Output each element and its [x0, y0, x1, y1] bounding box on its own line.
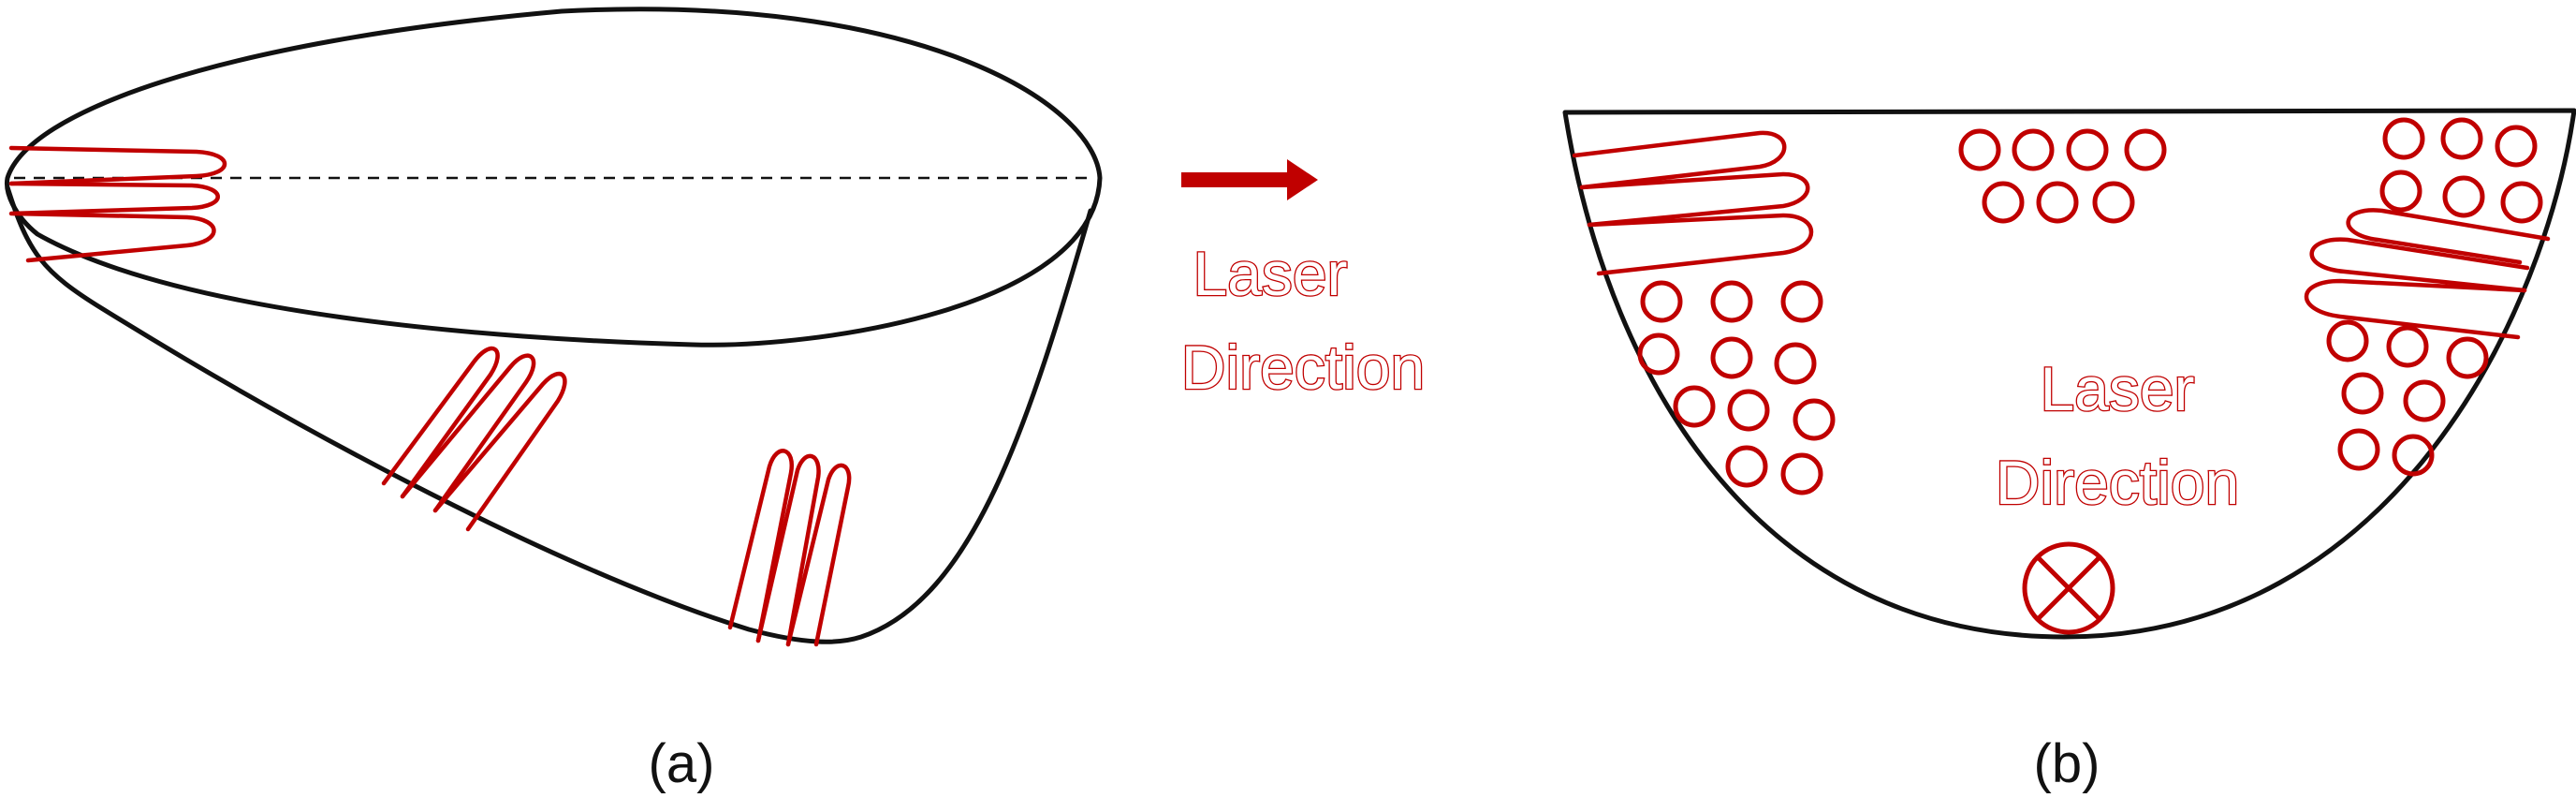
melt-pool-bottom-contour: [5, 185, 1093, 644]
equiaxed-grain: [2403, 379, 2446, 422]
equiaxed-grain: [2341, 372, 2384, 415]
equiaxed-grain: [2495, 125, 2538, 168]
grain-group-left: [1572, 130, 1814, 276]
equiaxed-grain: [2382, 117, 2425, 160]
columnar-grain: [381, 346, 500, 499]
equiaxed-grain: [2337, 428, 2380, 471]
columnar-grain: [2304, 278, 2527, 340]
grain-group-right: [2304, 208, 2551, 340]
equiaxed-grain: [2386, 325, 2429, 368]
melt-pool-top-surface: [4, 7, 1103, 347]
equiaxed-grain: [2012, 128, 2055, 171]
columnar-grain: [400, 353, 536, 513]
grain-group-tip: [8, 145, 227, 263]
columnar-grain: [8, 145, 227, 186]
cross-section-label-line2: Direction: [1996, 448, 2239, 517]
columnar-grain: [1587, 213, 1814, 276]
equiaxed-grain: [1710, 336, 1753, 379]
equiaxed-grain: [1958, 128, 2001, 171]
arrow-label-line2: Direction: [1181, 332, 1425, 402]
equiaxed-grain: [1982, 181, 2025, 224]
columnar-grain: [1572, 130, 1787, 190]
laser-direction-indicator: Laser Direction: [1179, 159, 1427, 403]
equiaxed-grain: [1780, 280, 1823, 323]
cross-section-label-line1: Laser: [2040, 354, 2194, 423]
grain-group-middle: [381, 346, 567, 532]
grain-group-left-middle: [1637, 280, 1836, 495]
panel-a-label: (a): [649, 733, 715, 794]
circled-cross-icon: [2022, 541, 2115, 635]
equiaxed-grain: [1725, 445, 1768, 488]
grain-group-top-right: [2379, 117, 2543, 224]
equiaxed-grain: [1774, 342, 1817, 385]
equiaxed-grain: [2446, 336, 2489, 379]
columnar-grain: [1579, 171, 1810, 228]
equiaxed-grain: [2326, 319, 2369, 362]
columnar-grain: [8, 181, 220, 216]
equiaxed-grain: [1673, 385, 1716, 428]
columnar-grain: [2309, 237, 2530, 293]
equiaxed-grain: [2124, 128, 2167, 171]
equiaxed-grain: [2392, 434, 2435, 477]
equiaxed-grain: [1637, 332, 1680, 376]
grain-group-top-center: [1958, 128, 2167, 224]
columnar-grain: [785, 463, 852, 647]
columnar-grain: [432, 371, 567, 532]
equiaxed-grain: [2379, 170, 2422, 213]
equiaxed-grain: [1780, 452, 1823, 495]
columnar-grain: [10, 211, 216, 263]
panel-b: Laser Direction: [1562, 108, 2576, 640]
columnar-grain: [727, 449, 795, 643]
columnar-grain: [2346, 208, 2551, 265]
panel-b-label: (b): [2034, 733, 2100, 794]
arrow-label-line1: Laser: [1193, 239, 1347, 308]
equiaxed-grain: [2092, 181, 2135, 224]
equiaxed-grain: [1710, 280, 1753, 323]
right-arrow-icon: [1181, 159, 1318, 200]
equiaxed-grain: [2440, 117, 2483, 160]
equiaxed-grain: [2442, 175, 2485, 218]
equiaxed-grain: [1727, 389, 1770, 432]
equiaxed-grain: [2500, 181, 2543, 224]
grain-group-bottom: [727, 449, 852, 647]
equiaxed-grain: [2036, 181, 2079, 224]
columnar-grain: [755, 453, 821, 647]
equiaxed-grain: [1640, 280, 1683, 323]
grain-group-right-middle: [2326, 319, 2489, 477]
equiaxed-grain: [2066, 128, 2109, 171]
panel-a: [4, 7, 1103, 647]
equiaxed-grain: [1793, 398, 1836, 441]
